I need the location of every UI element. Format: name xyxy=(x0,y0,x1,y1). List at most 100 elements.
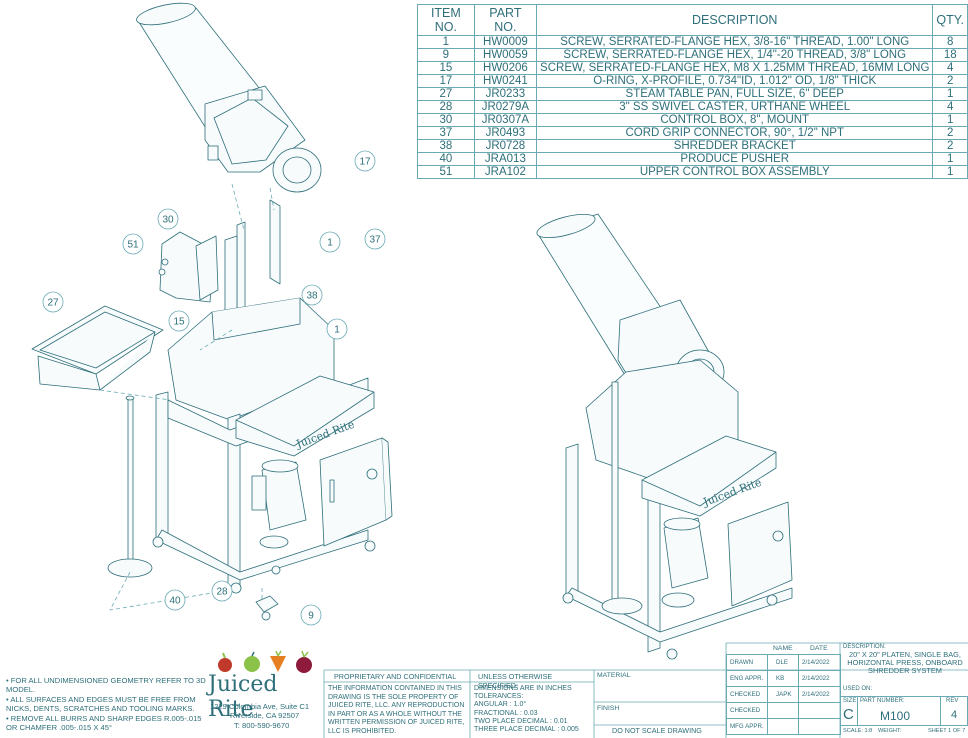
item-balloon-label: 1 xyxy=(327,238,333,249)
used-on-label: USED ON: xyxy=(843,686,873,692)
general-notes: • FOR ALL UNDIMENSIONED GEOMETRY REFER T… xyxy=(6,676,206,733)
item-balloon-label: 1 xyxy=(334,325,340,336)
item-balloon xyxy=(164,589,186,611)
col-part-no: PART NO. xyxy=(473,4,538,36)
bom-item-no: 38 xyxy=(417,139,475,153)
steam-table-pan xyxy=(31,305,164,391)
bom-item-no: 27 xyxy=(417,87,475,101)
company-address: 1229 Colombia Ave, Suite C1 xyxy=(210,702,310,711)
item-balloon xyxy=(157,208,179,230)
approval-cell xyxy=(798,718,841,735)
exploded-view xyxy=(31,2,393,621)
bom-part-no: JR0307A xyxy=(473,113,538,127)
item-balloon xyxy=(42,291,64,313)
press-assembled xyxy=(562,359,793,660)
scale: SCALE: 1:8 xyxy=(843,728,873,734)
item-balloon-label: 37 xyxy=(369,235,381,246)
tolerance-line: THREE PLACE DECIMAL : 0.005 xyxy=(474,726,579,734)
rev-label: REV xyxy=(946,698,959,704)
bom-item-no: 15 xyxy=(417,61,475,75)
bom-item-no: 28 xyxy=(417,100,475,114)
caster-exploded xyxy=(255,595,279,621)
bom-qty: 2 xyxy=(932,126,968,140)
company-city: Riverside, CA 92507 xyxy=(230,711,300,721)
item-balloon-label: 15 xyxy=(173,317,185,328)
item-balloon-label: 9 xyxy=(308,611,314,622)
item-balloon-label: 27 xyxy=(47,298,59,309)
material-label: MATERIAL xyxy=(597,672,631,679)
bom-item-no: 1 xyxy=(417,35,475,49)
bom-description: SCREW, SERRATED-FLANGE HEX, M8 X 1.25MM … xyxy=(536,61,934,75)
item-balloon-label: 38 xyxy=(306,291,318,302)
company-name: Juiced Rite xyxy=(208,672,278,722)
tolerance-block: DIMENSIONS ARE IN INCHES TOLERANCES: ANG… xyxy=(474,685,592,734)
col-description: DESCRIPTION xyxy=(536,4,934,36)
proprietary-heading: PROPRIETARY AND CONFIDENTIAL xyxy=(334,672,457,681)
bom-qty: 1 xyxy=(932,165,968,179)
approval-label: MFG APPR. xyxy=(730,723,764,730)
approval-label: DRAWN xyxy=(730,659,754,666)
bom-item-no: 37 xyxy=(417,126,475,140)
bom-qty: 2 xyxy=(932,74,968,88)
bom-description: SHREDDER BRACKET xyxy=(536,139,934,153)
note: • REMOVE ALL BURRS AND SHARP EDGES R.005… xyxy=(6,714,202,732)
item-balloon-label: 51 xyxy=(127,240,139,251)
approval-date: 2/14/2022 xyxy=(802,691,830,698)
bom-description: UPPER CONTROL BOX ASSEMBLY xyxy=(536,165,934,179)
bom-item-no: 17 xyxy=(417,74,475,88)
item-balloon-label: 30 xyxy=(162,215,174,226)
tolerance-line: ANGULAR : 1.0° xyxy=(474,701,527,709)
item-balloon xyxy=(326,318,348,340)
bom-description: CONTROL BOX, 8", MOUNT xyxy=(536,113,934,127)
note: • FOR ALL UNDIMENSIONED GEOMETRY REFER T… xyxy=(6,676,206,694)
bom-part-no: JR0233 xyxy=(473,87,538,101)
tolerance-line: FRACTIONAL : 0.03 xyxy=(474,709,538,717)
note: • ALL SURFACES AND EDGES MUST BE FREE FR… xyxy=(6,695,196,713)
approval-date-header: DATE xyxy=(810,645,828,652)
bom-item-no: 30 xyxy=(417,113,475,127)
approval-name: DLE xyxy=(776,659,789,666)
bom-description: SCREW, SERRATED-FLANGE HEX, 3/8-16" THRE… xyxy=(536,35,934,49)
company-phone: T: 800-590-9670 xyxy=(234,720,290,730)
bom-qty: 1 xyxy=(932,152,968,166)
part-number: M100 xyxy=(880,709,911,723)
company-branding: Juiced Rite 1229 Colombia Ave, Suite C1 … xyxy=(206,650,324,736)
bom-description: SCREW, SERRATED-FLANGE HEX, 1/4"-20 THRE… xyxy=(536,48,934,62)
approval-name: KB xyxy=(776,675,785,682)
item-balloon xyxy=(364,228,386,250)
item-balloon-label: 17 xyxy=(359,157,371,168)
col-item-no: ITEM NO. xyxy=(417,4,475,36)
approval-date: 2/14/2022 xyxy=(802,659,830,666)
approval-cell xyxy=(767,702,799,719)
sheet: SHEET 1 OF 7 xyxy=(928,728,966,734)
bom-part-no: JRA013 xyxy=(473,152,538,166)
approval-date: 2/14/2022 xyxy=(802,675,830,682)
bom-qty: 1 xyxy=(932,87,968,101)
approval-name-header: NAME xyxy=(773,645,793,652)
size-value: C xyxy=(843,706,854,723)
size-label: SIZE xyxy=(843,698,857,704)
col-qty: QTY. xyxy=(932,4,968,36)
drawing-description: 20" X 20" PLATEN, SINGLE BAG, HORIZONTAL… xyxy=(847,650,963,675)
bom-description: PRODUCE PUSHER xyxy=(536,152,934,166)
description-label: DESCRIPTION: xyxy=(843,644,886,650)
approval-label: ENG APPR. xyxy=(730,675,764,682)
bom-description: CORD GRIP CONNECTOR, 90°, 1/2" NPT xyxy=(536,126,934,140)
bom-description: O-RING, X-PROFILE, 0.734"ID, 1.012" OD, … xyxy=(536,74,934,88)
chute-tube-exploded xyxy=(136,2,322,193)
bom-qty: 4 xyxy=(932,61,968,75)
finish-label: FINISH xyxy=(597,705,620,712)
bom-part-no: JRA102 xyxy=(473,165,538,179)
tolerance-line: DIMENSIONS ARE IN INCHES xyxy=(474,685,572,692)
bom-item-no: 40 xyxy=(417,152,475,166)
